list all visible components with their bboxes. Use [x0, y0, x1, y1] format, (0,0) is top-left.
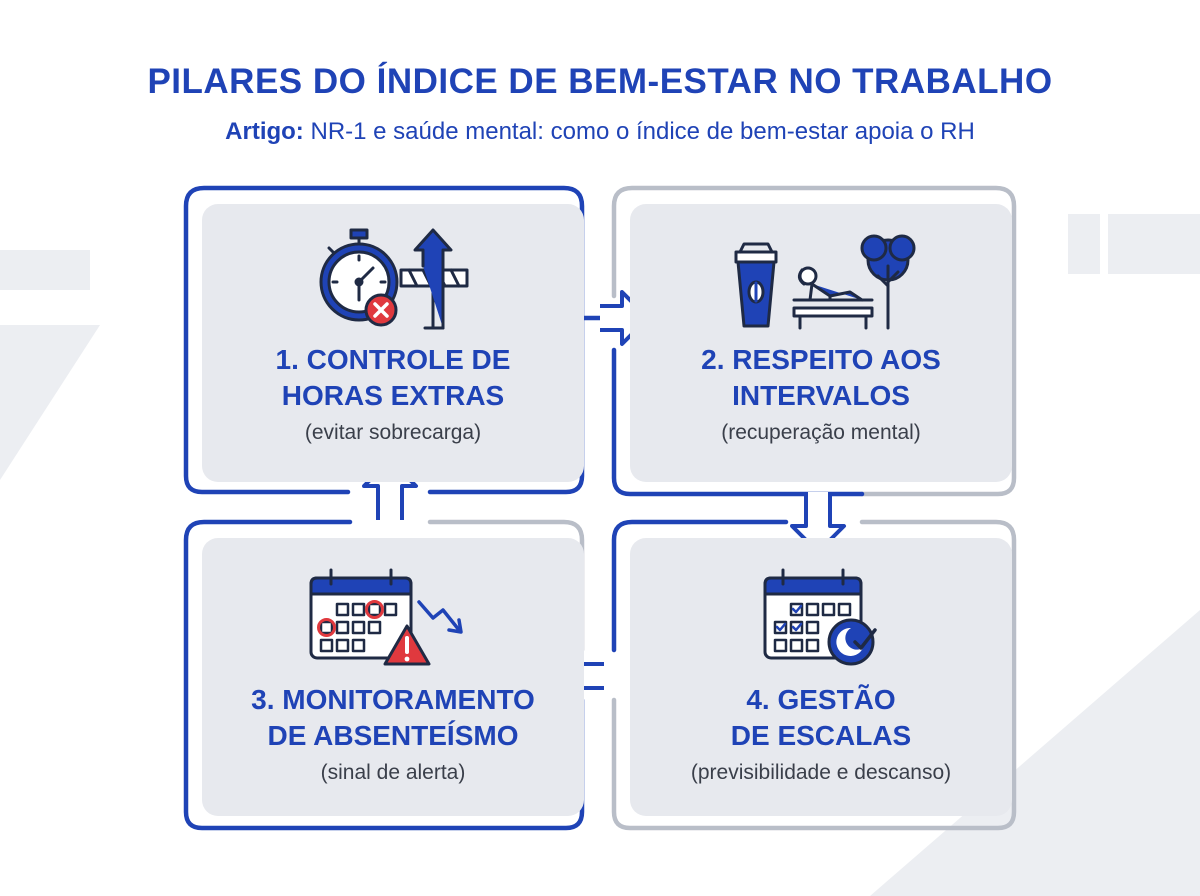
calendar-alert-icon — [202, 564, 584, 674]
calendar-schedule-icon — [630, 564, 1012, 674]
pillar-card-2: 2. RESPEITO AOS INTERVALOS (recuperação … — [630, 204, 1012, 482]
pillar-2-line-1: 2. RESPEITO AOS — [701, 344, 941, 375]
pillar-subtitle-2: (recuperação mental) — [721, 421, 921, 444]
pillar-subtitle-4: (previsibilidade e descanso) — [690, 761, 952, 784]
pillar-card-4: 4. GESTÃO DE ESCALAS (previsibilidade e … — [630, 538, 1012, 816]
pillar-1-line-1: 1. CONTROLE DE — [275, 344, 511, 375]
pillar-subtitle-3: (sinal de alerta) — [320, 761, 466, 784]
pillar-title-2: 2. RESPEITO AOS INTERVALOS — [630, 342, 1012, 414]
pillar-title-3: 3. MONITORAMENTO DE ABSENTEÍSMO — [202, 682, 584, 754]
pillar-subtitle-1: (evitar sobrecarga) — [304, 421, 482, 444]
pillar-3-line-1: 3. MONITORAMENTO — [251, 684, 535, 715]
pillar-card-1: 1. CONTROLE DE HORAS EXTRAS (evitar sobr… — [202, 204, 584, 482]
pillar-title-1: 1. CONTROLE DE HORAS EXTRAS — [202, 342, 584, 414]
pillar-3-line-2: DE ABSENTEÍSMO — [267, 720, 519, 751]
pillar-4-line-1: 4. GESTÃO — [746, 684, 896, 715]
page-title: PILARES DO ÍNDICE DE BEM-ESTAR NO TRABAL… — [147, 62, 1053, 101]
stopwatch-overtime-icon — [202, 226, 584, 336]
pillar-card-3: 3. MONITORAMENTO DE ABSENTEÍSMO (sinal d… — [202, 538, 584, 816]
pillar-title-4: 4. GESTÃO DE ESCALAS — [630, 682, 1012, 754]
subtitle-text: NR-1 e saúde mental: como o índice de be… — [303, 118, 975, 145]
pillar-1-line-2: HORAS EXTRAS — [281, 380, 505, 411]
pillar-2-line-2: INTERVALOS — [732, 380, 910, 411]
page-subtitle: Artigo: NR-1 e saúde mental: como o índi… — [0, 118, 1200, 146]
break-rest-icon — [630, 226, 1012, 336]
subtitle-label: Artigo: — [225, 118, 304, 145]
pillar-4-line-2: DE ESCALAS — [730, 720, 912, 751]
